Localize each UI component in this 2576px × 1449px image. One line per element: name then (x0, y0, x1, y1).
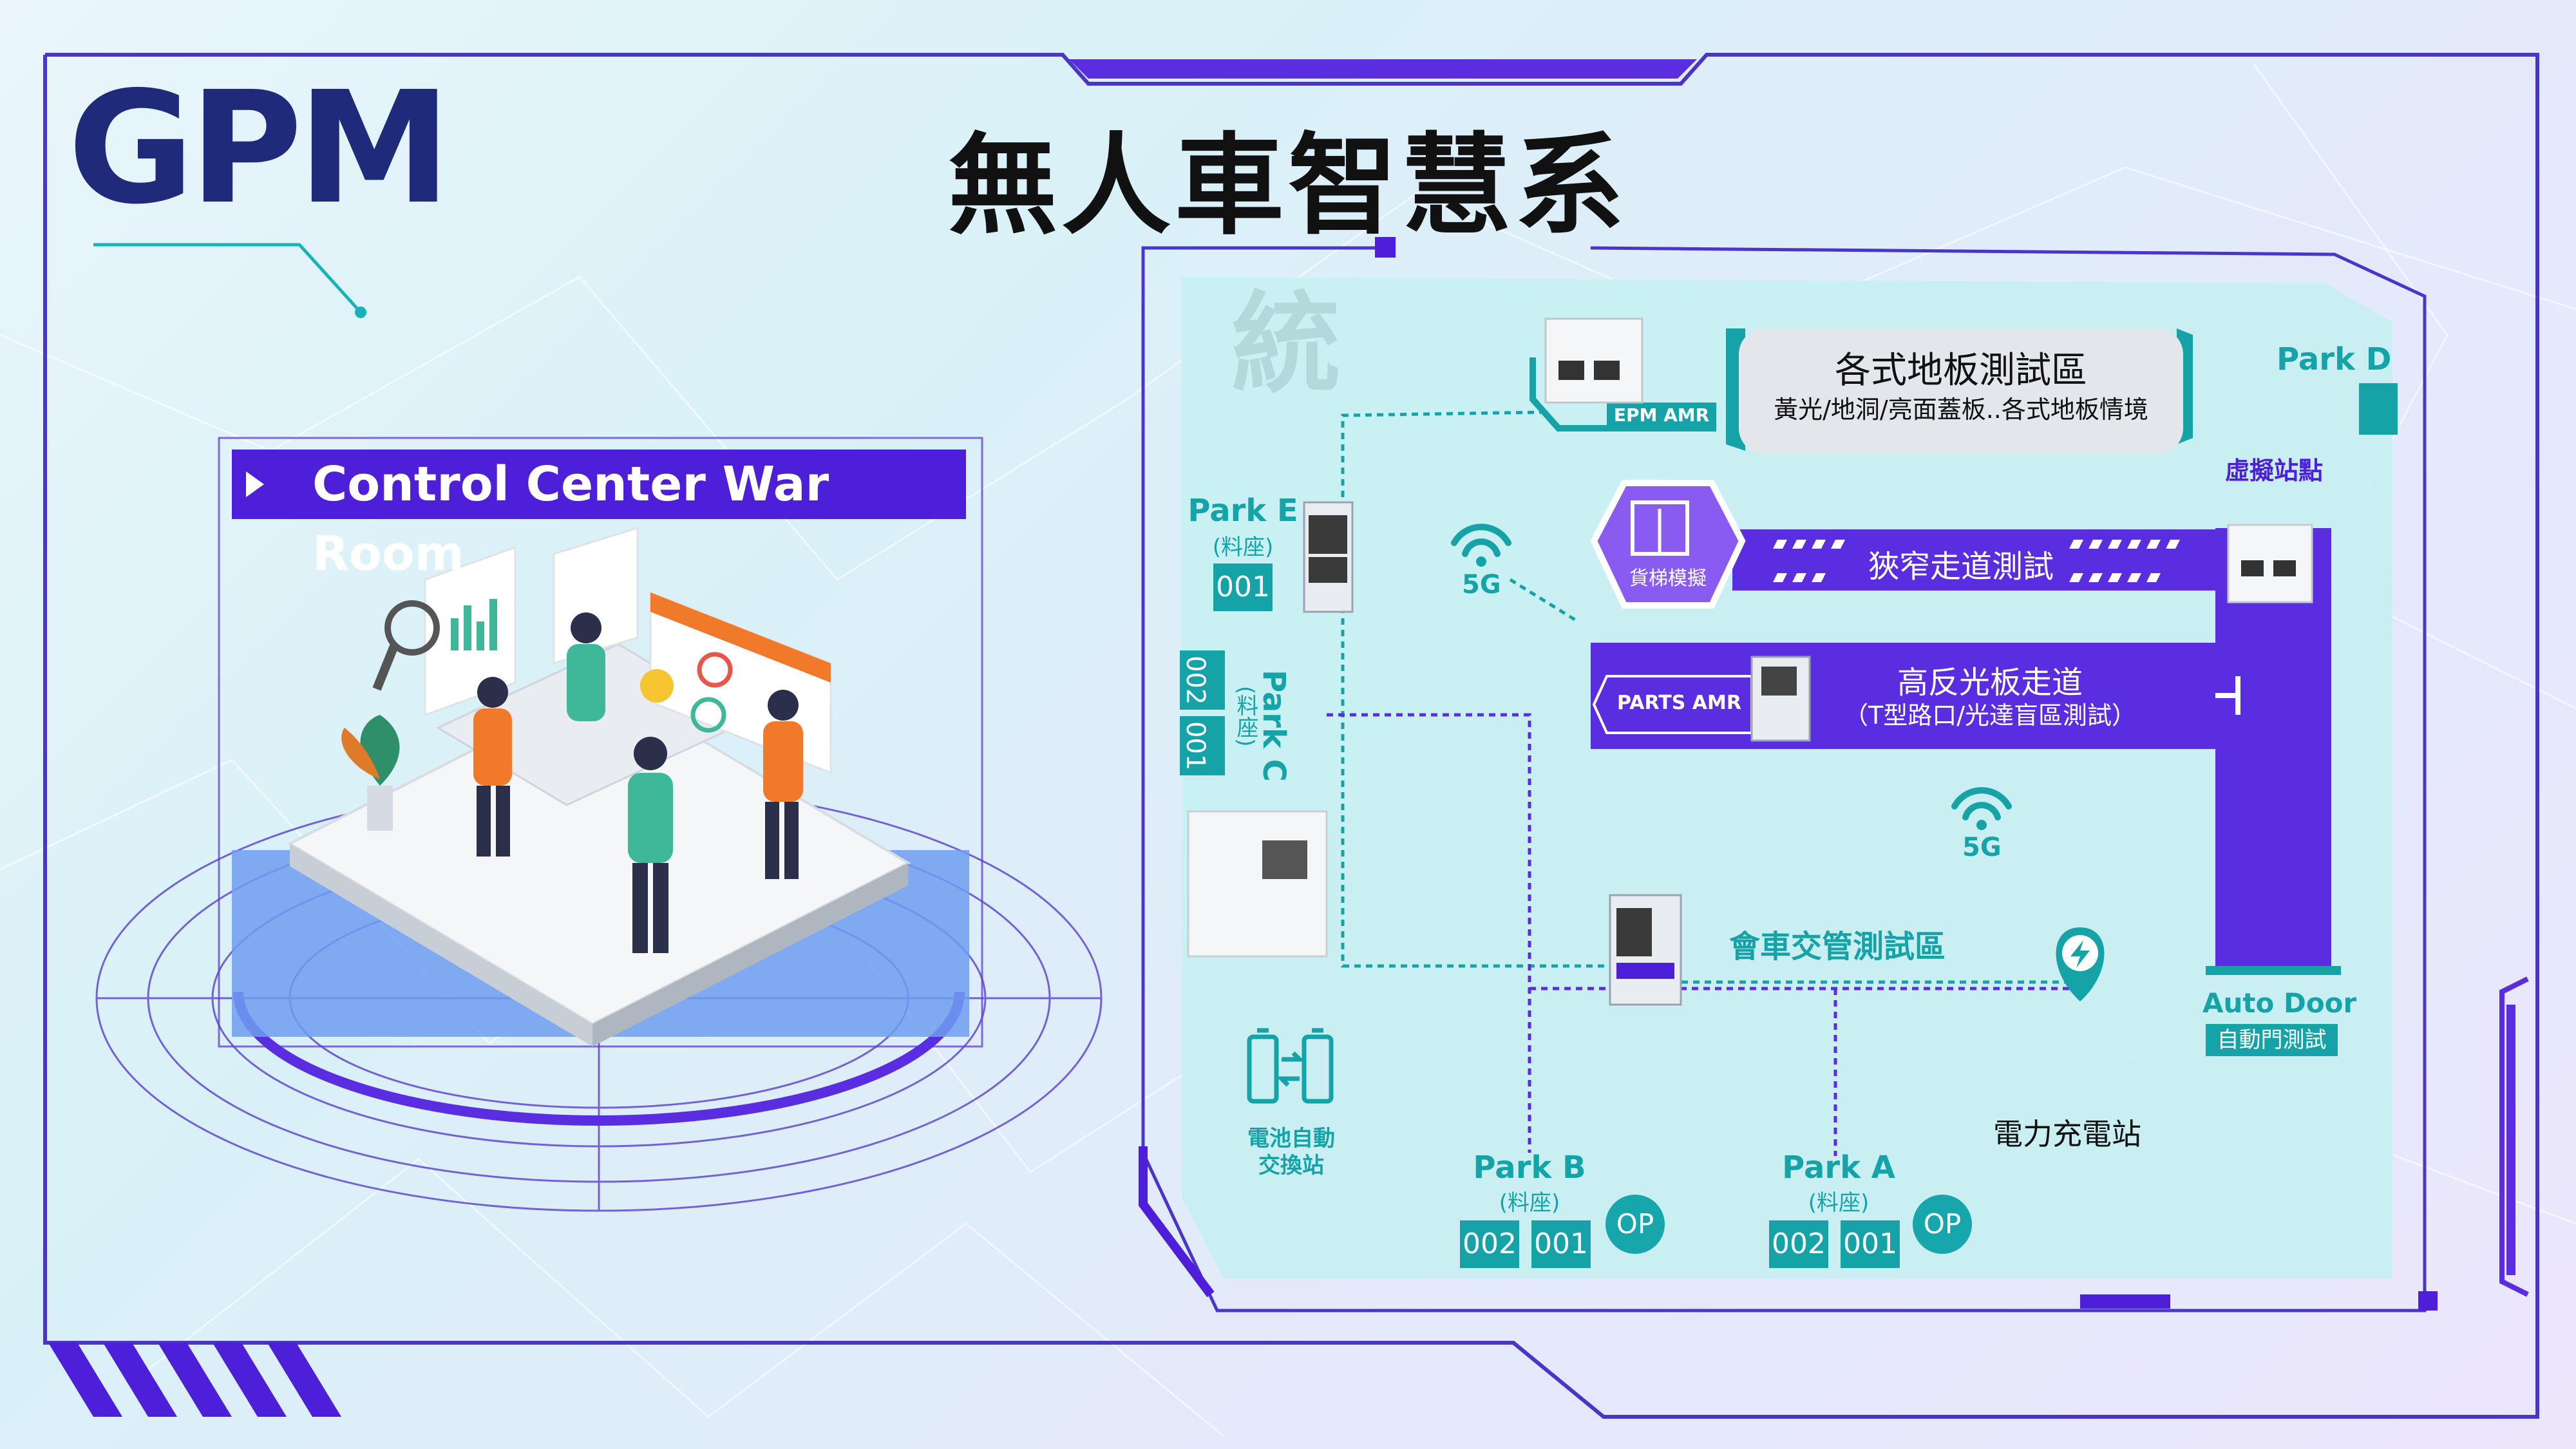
park-b-name: Park B (1473, 1150, 1586, 1186)
traffic-zone-label: 會車交管測試區 (1729, 929, 1946, 965)
parts-amr-label: PARTS AMR (1617, 692, 1741, 714)
elevator-label: 貨梯模擬 (1629, 567, 1707, 590)
park-a-sub: (料座) (1808, 1190, 1870, 1216)
control-center-label: Control Center War Room (312, 457, 829, 582)
park-a-name: Park A (1782, 1150, 1895, 1186)
auto-door-sub: 自動門測試 (2206, 1024, 2338, 1056)
park-e-sub: (料座) (1212, 535, 1274, 560)
park-d-label: Park D (2277, 341, 2392, 377)
battery-swap-line2: 交換站 (1258, 1153, 1324, 1179)
park-c-slot-002: 002 (1180, 650, 1225, 710)
signal-5g-top: 5G (1462, 570, 1501, 600)
park-e-slot: 001 (1213, 564, 1273, 611)
wifi-icon (1451, 524, 2012, 820)
park-b-slot-002: 002 (1460, 1220, 1519, 1268)
park-c-slot-001: 001 (1180, 716, 1225, 775)
park-e-name: Park E (1188, 493, 1298, 529)
park-b-sub: (料座) (1499, 1190, 1560, 1216)
park-c-sub: (料座) (1233, 686, 1258, 747)
gpm-logo: GPM (68, 58, 451, 238)
signal-5g-bottom: 5G (1962, 833, 2002, 862)
battery-swap-line1: 電池自動 (1247, 1126, 1335, 1151)
park-a-slot-001: 001 (1841, 1220, 1900, 1268)
park-a-op: OP (1913, 1195, 1972, 1254)
auto-door-name: Auto Door (2202, 987, 2357, 1019)
play-icon (246, 471, 264, 497)
park-b-op: OP (1605, 1195, 1665, 1254)
floor-test-subtitle: 黃光/地洞/亮面蓋板..各式地板情境 (1774, 395, 2148, 424)
park-b-slot-001: 001 (1531, 1220, 1591, 1268)
charging-station-label: 電力充電站 (1993, 1117, 2141, 1151)
virtual-station-label: 虛擬站點 (2225, 457, 2324, 485)
park-a-slot-002: 002 (1769, 1220, 1828, 1268)
reflective-corridor-subtitle: （T型路口/光達盲區測試） (1843, 701, 2137, 730)
control-center-banner: Control Center War Room (232, 450, 966, 582)
narrow-corridor-label: 狹窄走道測試 (1868, 549, 2054, 585)
park-c-name: Park C (1256, 670, 1292, 782)
reflective-corridor-title: 高反光板走道 (1897, 665, 2083, 701)
floor-test-title: 各式地板測試區 (1835, 350, 2087, 392)
epm-amr-label: EPM AMR (1613, 404, 1710, 426)
